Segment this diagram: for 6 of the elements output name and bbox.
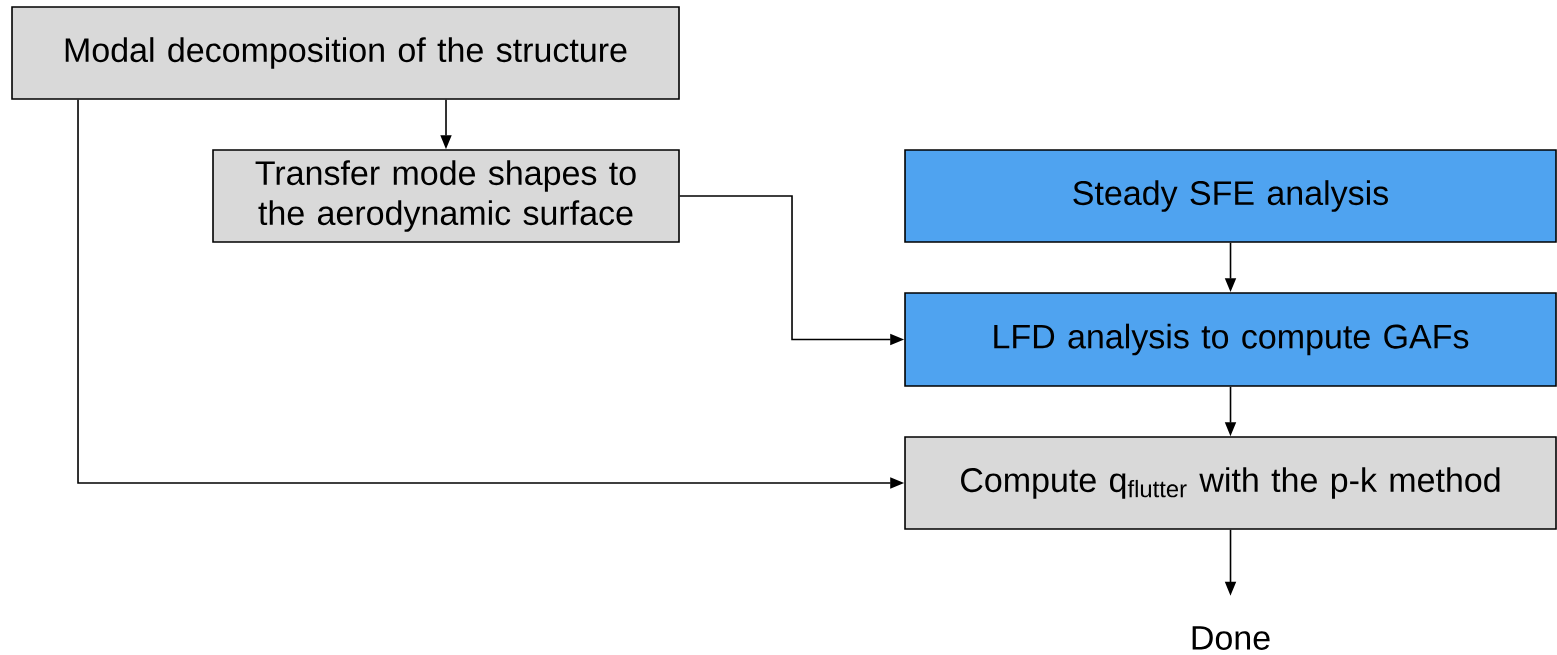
process-box: Compute q$_{flutter}$ with the p-k method <box>904 436 1557 530</box>
end-label: Done <box>1192 626 1270 650</box>
process-box: Steady SFE analysis <box>904 149 1557 243</box>
process-box: LFD analysis to compute GAFs <box>904 292 1557 387</box>
process-box: Modal decomposition of the structure <box>11 6 680 100</box>
process-box: Transfer mode shapes to the aerodynamic surface <box>212 149 680 243</box>
